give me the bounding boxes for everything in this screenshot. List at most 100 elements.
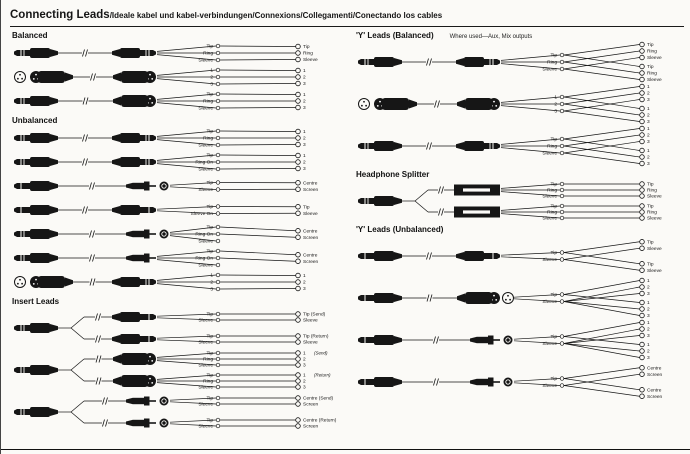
wiring-label: Ring — [203, 51, 213, 57]
terminal-circle — [295, 50, 301, 56]
wiring-label: Sleeve — [198, 424, 213, 430]
stereo-jack-plug-icon — [358, 198, 365, 204]
wiring-label: 2 — [647, 307, 650, 313]
terminal-circle — [639, 306, 645, 312]
wiring-label: Ring On — [195, 256, 213, 262]
terminal-circle — [639, 112, 645, 118]
mono-jack-plug-icon — [149, 314, 156, 320]
wiring-label: Tip — [647, 182, 654, 188]
wiring-label: Ring — [303, 51, 313, 57]
terminal-circle — [295, 98, 301, 104]
contact-point — [215, 74, 221, 80]
contact-point — [559, 341, 565, 346]
wiring-label: Sleeve — [198, 263, 213, 269]
terminal-circle — [639, 138, 645, 145]
wiring-label: 3 — [647, 333, 650, 339]
wiring-label: 3 — [210, 82, 213, 88]
phono-plug-icon — [144, 418, 150, 428]
wiring-label: Centre — [647, 387, 662, 393]
wiring-label: 3 — [303, 166, 306, 172]
terminal-circle — [639, 63, 645, 70]
wiring-label: Centre — [647, 365, 662, 371]
wiring-label: 2 — [647, 285, 650, 291]
terminal-circle — [295, 417, 301, 423]
mono-jack-plug-icon — [358, 295, 365, 301]
wiring-label: 1 — [647, 278, 650, 284]
phono-face-icon — [159, 396, 169, 406]
wiring-label: Sleeve — [542, 151, 557, 157]
wiring-label: 2 — [647, 155, 650, 161]
terminal-circle — [295, 56, 301, 63]
wiring-label: Tip — [647, 239, 654, 245]
terminal-circle — [639, 348, 645, 354]
contact-point — [559, 209, 565, 215]
wiring-label: Centre — [303, 180, 318, 186]
terminal-circle — [639, 76, 645, 83]
wiring-label: 2 — [303, 280, 306, 286]
terminal-circle — [639, 393, 645, 399]
section-y-leads-balanced: 'Y' Leads (Balanced)Where used—Aux, Mix … — [354, 31, 688, 167]
contact-point — [215, 67, 221, 73]
wiring-label: Sleeve — [647, 268, 662, 274]
wiring-label: Ring — [203, 99, 213, 105]
contact-point — [215, 362, 221, 368]
terminal-circle — [295, 311, 301, 317]
phono-plug-icon — [488, 335, 494, 345]
terminal-circle — [639, 209, 645, 215]
stereo-jack-plug-icon — [14, 98, 21, 104]
wiring-label: 3 — [647, 161, 650, 167]
terminal-circle — [639, 132, 645, 138]
page-title: Connecting Leads — [10, 9, 110, 21]
terminal-circle — [639, 387, 645, 393]
mono-jack-plug-icon — [149, 207, 156, 213]
wiring-label: 3 — [647, 139, 650, 145]
contact-point — [215, 317, 221, 323]
contact-point — [215, 224, 221, 230]
wiring-label: 1 — [303, 68, 306, 74]
terminal-circle — [639, 187, 645, 193]
wiring-label: 3 — [647, 355, 650, 361]
contact-point — [215, 417, 221, 423]
wiring-label: 1 — [303, 373, 306, 379]
contact-point — [215, 333, 221, 339]
terminal-circle — [295, 74, 301, 80]
terminal-circle — [639, 41, 645, 48]
terminal-circle — [295, 91, 301, 98]
terminal-circle — [639, 215, 645, 221]
cable-diagram: TipRingSleeveTipRingSleeveTipRingSleeveT… — [358, 181, 662, 222]
wiring-label: 2 — [647, 133, 650, 139]
wiring-label: 1 — [647, 126, 650, 132]
wiring-label: 1 — [303, 273, 306, 279]
contact-point — [215, 135, 221, 141]
contact-point — [559, 203, 565, 209]
wiring-label: Sleeve — [198, 143, 213, 149]
mono-jack-plug-icon — [358, 253, 365, 259]
mono-jack-plug-icon — [14, 207, 21, 213]
phono-plug-icon — [144, 229, 150, 239]
stereo-jack-plug-icon — [493, 143, 500, 149]
wiring-label: Sleeve — [647, 216, 662, 222]
xlr-pin-face-icon — [14, 276, 26, 288]
wiring-label: Screen — [303, 187, 319, 193]
contact-point — [559, 52, 565, 58]
stereo-jack-plug-icon — [14, 367, 21, 373]
stereo-jack-plug-icon — [149, 159, 156, 165]
phono-face-icon — [159, 418, 169, 428]
contact-point — [215, 166, 221, 172]
contact-point — [215, 50, 221, 56]
contact-point — [559, 150, 565, 156]
wiring-label: 1 — [647, 106, 650, 112]
contact-point — [559, 94, 565, 100]
contact-point — [215, 142, 221, 148]
terminal-circle — [295, 234, 301, 240]
wiring-label: Tip — [647, 261, 654, 267]
contact-point — [559, 292, 565, 297]
phono-plug-icon — [144, 253, 150, 263]
